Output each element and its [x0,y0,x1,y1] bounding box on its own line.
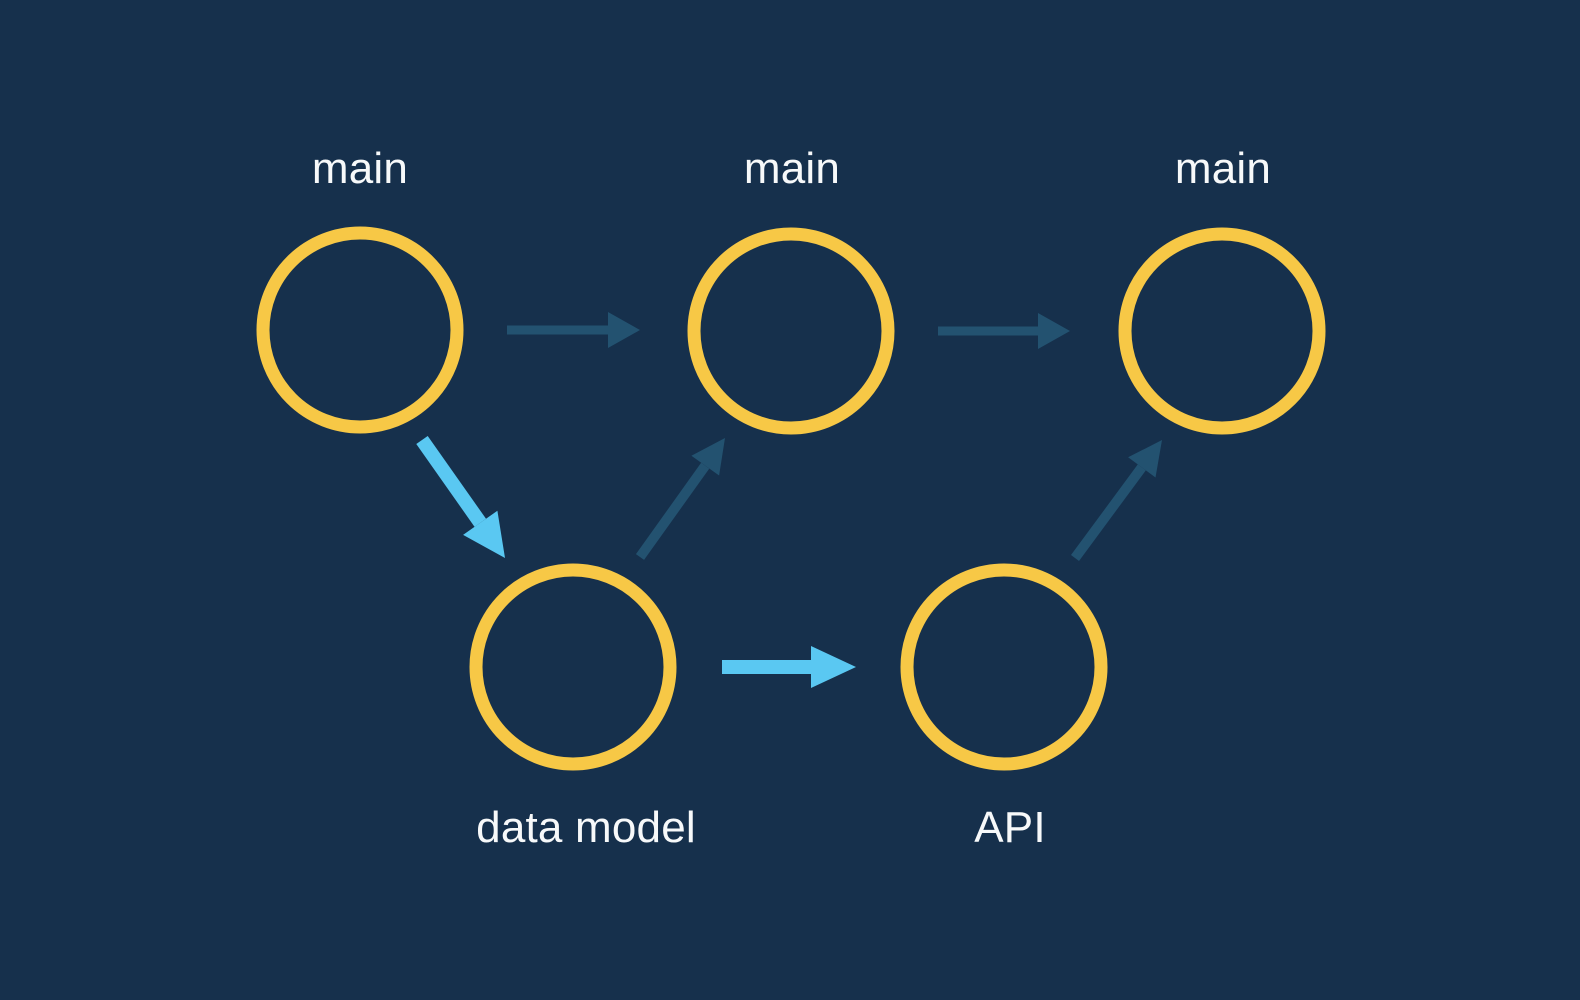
node-label-data-model: data model [476,803,696,852]
node-label-main-3: main [1174,144,1272,193]
edge-arrow-main1-to-main2 [507,312,640,348]
node-circle-api [900,563,1108,771]
node-label-api: API [974,803,1046,852]
node-circle-main-1 [256,226,464,434]
edge-arrow-datamodel-to-main2 [635,438,725,560]
edge-arrow-datamodel-to-api [722,646,856,688]
node-circle-main-2 [687,227,895,435]
edge-arrow-main2-to-main3 [938,313,1070,349]
node-label-main-1: main [311,144,409,193]
node-circle-main-3 [1118,227,1326,435]
node-label-main-2: main [743,144,841,193]
edge-arrow-api-to-main3 [1070,440,1162,561]
node-circle-data-model [469,563,677,771]
edge-arrow-main1-to-datamodel [416,435,505,558]
